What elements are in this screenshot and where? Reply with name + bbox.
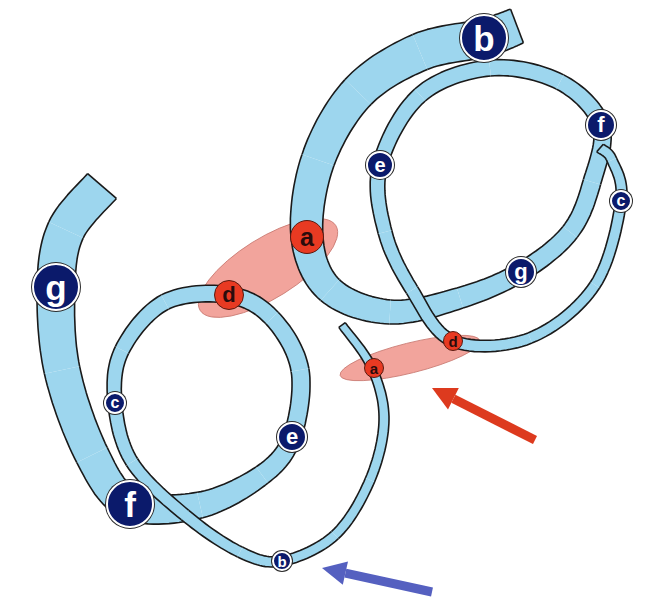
core-position-circle: d: [214, 280, 244, 310]
helix-band-edge: [321, 300, 390, 324]
interaction-patch: [184, 200, 351, 336]
helix-band-end: [597, 144, 604, 152]
helix-band-edge: [392, 230, 418, 286]
heptad-position-circle: e: [366, 151, 394, 179]
blue-arrow-shaft: [345, 573, 432, 592]
helix-band-edge: [80, 366, 108, 447]
helix-band-edge: [338, 482, 374, 539]
helix-band-edge: [425, 76, 490, 101]
helix-band-edge: [378, 234, 406, 294]
interaction-patch: [337, 326, 484, 390]
heptad-position-circle: g: [32, 263, 80, 311]
helix-band-edge: [334, 104, 371, 165]
position-letter: e: [374, 155, 385, 175]
helix-band-end: [339, 323, 345, 328]
helix-band-edge: [387, 101, 425, 167]
helix-band-edge: [345, 35, 413, 80]
heptad-position-circle: c: [610, 190, 632, 212]
helix-band-edge: [491, 76, 557, 90]
helix-band-fill: [44, 366, 107, 462]
helix-band-edge: [44, 374, 76, 463]
helix-band-fill: [365, 420, 389, 482]
heptad-position-circle: b: [272, 551, 292, 571]
helix-band-edge: [83, 198, 116, 238]
position-letter: a: [370, 361, 378, 376]
helix-band-edge: [129, 309, 169, 353]
helix-band-fill: [597, 144, 617, 162]
core-position-circle: a: [364, 358, 384, 378]
helix-band-edge: [489, 60, 563, 75]
helix-band-fill: [197, 467, 268, 518]
helix-band-fill: [266, 312, 309, 371]
red-arrow-shaft: [453, 399, 535, 440]
helix-band-edge: [323, 236, 340, 280]
helix-band-edge: [278, 312, 309, 368]
position-letter: d: [222, 284, 235, 306]
helix-band-edge: [597, 152, 608, 162]
heptad-position-circle: e: [277, 422, 307, 452]
helix-band-edge: [590, 200, 615, 282]
helix-band-fill: [528, 282, 600, 343]
helix-band-edge: [281, 531, 332, 556]
helix-band-edge: [451, 343, 532, 352]
position-letter: b: [277, 554, 286, 569]
helix-band-fill: [590, 200, 626, 288]
helix-band-edge: [189, 510, 243, 547]
core-position-circle: a: [290, 220, 324, 254]
helix-band-fill: [415, 60, 491, 101]
helix-band-edge: [122, 402, 138, 458]
position-letter: g: [45, 270, 66, 305]
helix-band-end: [88, 174, 117, 199]
position-letter: f: [124, 487, 136, 522]
helix-band-edge: [323, 166, 334, 236]
heptad-position-circle: f: [106, 480, 154, 528]
helix-band-edge: [532, 288, 600, 343]
helix-band-edge: [339, 327, 368, 370]
heptad-position-circle: f: [586, 110, 616, 140]
helix-band-edge: [603, 144, 616, 158]
helix-band-end: [511, 9, 524, 43]
helix-band-edge: [197, 467, 256, 492]
helix-band-fill: [378, 230, 417, 293]
helix-band-edge: [332, 478, 366, 531]
helix-band-fill: [332, 478, 375, 539]
helix-band-fill: [302, 80, 371, 166]
helix-band-fill: [181, 510, 242, 557]
core-position-circle: d: [443, 331, 463, 351]
position-letter: b: [473, 21, 494, 56]
heptad-position-circle: g: [506, 257, 536, 287]
position-letter: d: [448, 334, 457, 349]
red-arrow-head: [432, 388, 459, 410]
position-letter: a: [300, 225, 314, 250]
helix-band-edge: [365, 420, 379, 478]
helix-band-edge: [302, 80, 345, 155]
helix-band-edge: [181, 520, 237, 557]
position-letter: e: [286, 426, 298, 448]
position-letter: c: [111, 395, 120, 411]
helix-band-fill: [563, 180, 601, 238]
position-letter: g: [514, 261, 527, 283]
helix-band-edge: [528, 282, 590, 333]
helix-bands: [37, 9, 627, 567]
helix-band-edge: [375, 420, 389, 482]
helix-band-edge: [266, 324, 291, 372]
position-letter: f: [597, 114, 604, 136]
helix-band-fill: [115, 295, 168, 353]
position-letter: c: [617, 193, 626, 209]
helix-band-fill: [489, 60, 563, 90]
helix-band-edge: [577, 185, 601, 238]
helix-band-edge: [418, 287, 456, 336]
blue-arrow-head: [322, 561, 348, 584]
helix-band-edge: [49, 174, 88, 222]
heptad-position-circle: c: [104, 392, 126, 414]
helix-band-edge: [339, 280, 390, 300]
helix-band-edge: [455, 333, 528, 340]
heptad-position-circle: b: [460, 14, 508, 62]
helix-band-edge: [563, 180, 584, 227]
helix-band-fill: [321, 280, 391, 324]
